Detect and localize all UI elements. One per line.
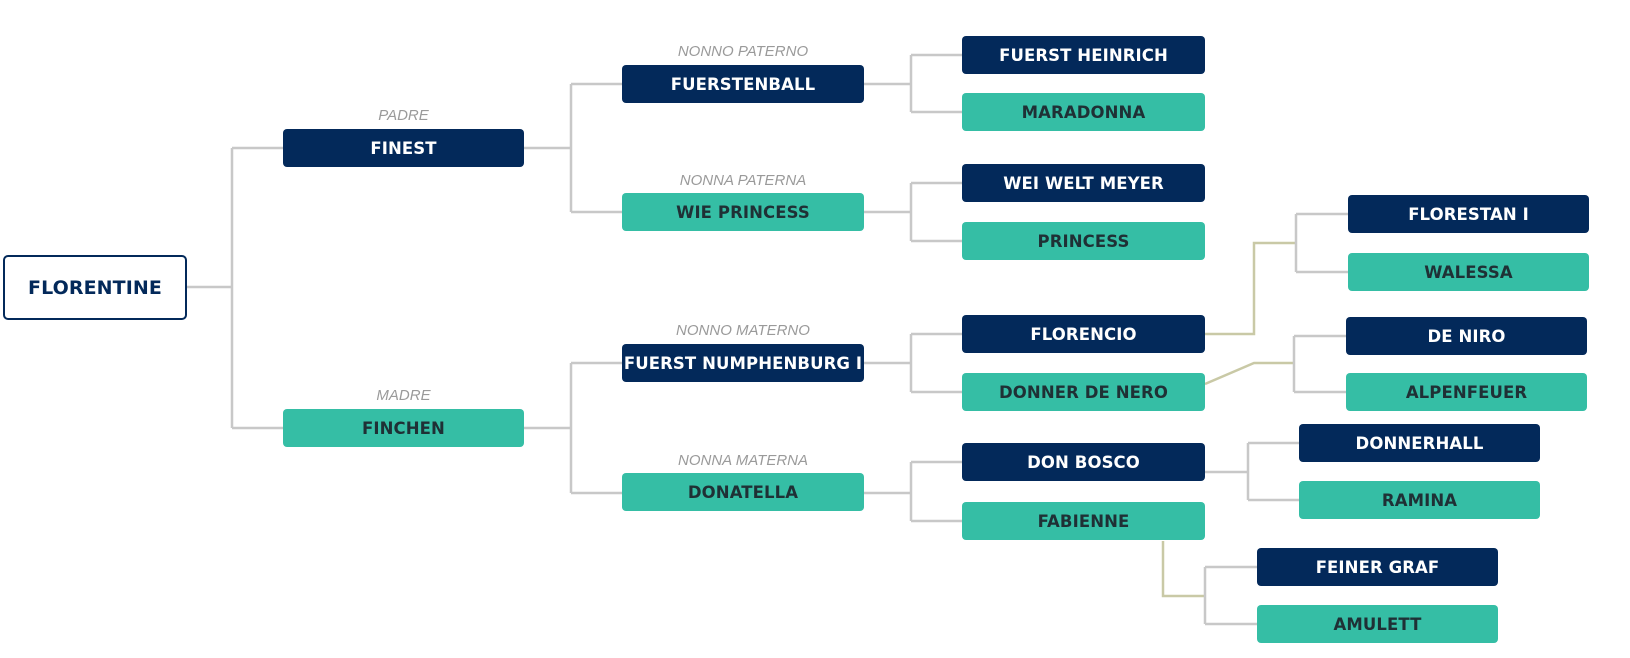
connector-wie-princess bbox=[864, 181, 962, 243]
paternal-grandsire-box[interactable]: FUERSTENBALL bbox=[622, 65, 864, 103]
role-label-nonna-materna: NONNA MATERNA bbox=[677, 452, 808, 469]
connector-florentine bbox=[187, 146, 283, 430]
connector-finchen bbox=[524, 361, 622, 495]
role-label-nonna-paterna: NONNA PATERNA bbox=[679, 172, 807, 189]
great-grandparent-box[interactable]: FABIENNE bbox=[962, 502, 1205, 540]
great-great-grandparent-box[interactable]: DONNERHALL bbox=[1299, 424, 1540, 462]
subject-box[interactable]: FLORENTINE bbox=[3, 255, 187, 320]
great-great-grandparent-box[interactable]: ALPENFEUER bbox=[1346, 373, 1587, 411]
great-great-grandparent-box[interactable]: AMULETT bbox=[1257, 605, 1498, 643]
great-great-grandparent-box[interactable]: WALESSA bbox=[1348, 253, 1589, 291]
great-grandparent-box[interactable]: DON BOSCO bbox=[962, 443, 1205, 481]
maternal-granddam-box[interactable]: DONATELLA bbox=[622, 473, 864, 511]
great-grandparent-box[interactable]: MARADONNA bbox=[962, 93, 1205, 131]
connector-fabienne-b bbox=[1203, 565, 1257, 626]
great-grandparent-box[interactable]: FLORENCIO bbox=[962, 315, 1205, 353]
great-great-grandparent-box[interactable]: FLORESTAN I bbox=[1348, 195, 1589, 233]
great-grandparent-box[interactable]: WEI WELT MEYER bbox=[962, 164, 1205, 202]
sire-box[interactable]: FINEST bbox=[283, 129, 524, 167]
great-grandparent-box[interactable]: PRINCESS bbox=[962, 222, 1205, 260]
connector-fuerst-numphenburg bbox=[864, 332, 962, 394]
connector-donner-b bbox=[1292, 334, 1346, 394]
role-label-nonno-paterno: NONNO PATERNO bbox=[677, 43, 809, 60]
connector-finest bbox=[524, 82, 622, 214]
role-label-madre: MADRE bbox=[376, 387, 431, 404]
great-grandparent-box[interactable]: FUERST HEINRICH bbox=[962, 36, 1205, 74]
great-great-grandparent-box[interactable]: RAMINA bbox=[1299, 481, 1540, 519]
connector-don-bosco bbox=[1205, 441, 1299, 502]
connector-fuerstenball bbox=[864, 53, 962, 114]
connector-florencio-a bbox=[1205, 241, 1296, 336]
role-label-nonno-materno: NONNO MATERNO bbox=[676, 322, 810, 339]
maternal-grandsire-box[interactable]: FUERST NUMPHENBURG I bbox=[622, 344, 864, 382]
dam-box[interactable]: FINCHEN bbox=[283, 409, 524, 447]
connector-donatella bbox=[864, 460, 962, 523]
connector-florencio-b bbox=[1294, 212, 1348, 274]
great-great-grandparent-box[interactable]: DE NIRO bbox=[1346, 317, 1587, 355]
great-grandparent-box[interactable]: DONNER DE NERO bbox=[962, 373, 1205, 411]
role-label-padre: PADRE bbox=[378, 107, 429, 124]
connector-fabienne-a bbox=[1161, 541, 1205, 598]
great-great-grandparent-box[interactable]: FEINER GRAF bbox=[1257, 548, 1498, 586]
connector-donner-a bbox=[1204, 361, 1294, 386]
paternal-granddam-box[interactable]: WIE PRINCESS bbox=[622, 193, 864, 231]
